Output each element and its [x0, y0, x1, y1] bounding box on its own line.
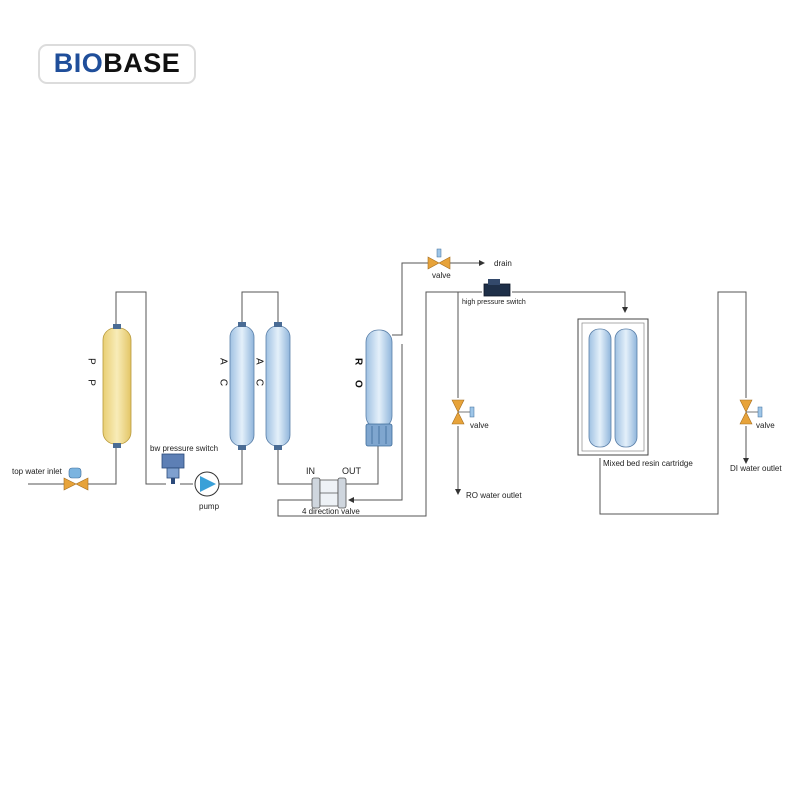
label-hp-switch: high pressure switch	[462, 299, 526, 306]
bw-pressure-switch-icon	[161, 453, 185, 484]
label-pp: P P	[86, 358, 97, 392]
label-pump: pump	[199, 502, 220, 511]
ro-outlet-valve-icon	[451, 399, 475, 425]
label-ro: R O	[353, 358, 364, 394]
brand-logo-text: BIOBASE	[53, 48, 181, 78]
ac-filter-vessel-1	[229, 322, 255, 450]
di-outlet-valve-icon	[739, 399, 763, 425]
label-di-valve: valve	[756, 421, 775, 430]
pump-icon	[194, 471, 220, 497]
four-direction-valve-icon	[311, 477, 347, 509]
label-mixed-bed: Mixed bed resin cartridge	[603, 459, 693, 468]
label-bw-switch: bw pressure switch	[150, 444, 218, 453]
ro-membrane-vessel	[365, 329, 393, 447]
label-out: OUT	[342, 466, 362, 476]
label-drain: drain	[494, 259, 512, 268]
label-four-way-valve: 4 direction valve	[302, 507, 360, 516]
pp-filter-vessel	[102, 324, 132, 448]
mixed-bed-cartridge	[577, 318, 649, 456]
label-di-outlet: DI water outlet	[730, 464, 782, 473]
label-ac-2: A C	[254, 358, 265, 392]
label-ro-valve: valve	[470, 421, 489, 430]
inlet-valve-icon	[63, 467, 89, 491]
drain-valve-icon	[427, 248, 451, 270]
label-in: IN	[306, 466, 315, 476]
label-tap-inlet: top water inlet	[12, 467, 63, 476]
label-ro-outlet: RO water outlet	[466, 491, 522, 500]
label-drain-valve: valve	[432, 271, 451, 280]
brand-logo: BIOBASE	[38, 44, 196, 84]
ac-filter-vessel-2	[265, 322, 291, 450]
high-pressure-switch-icon	[483, 279, 511, 297]
label-ac-1: A C	[218, 358, 229, 392]
